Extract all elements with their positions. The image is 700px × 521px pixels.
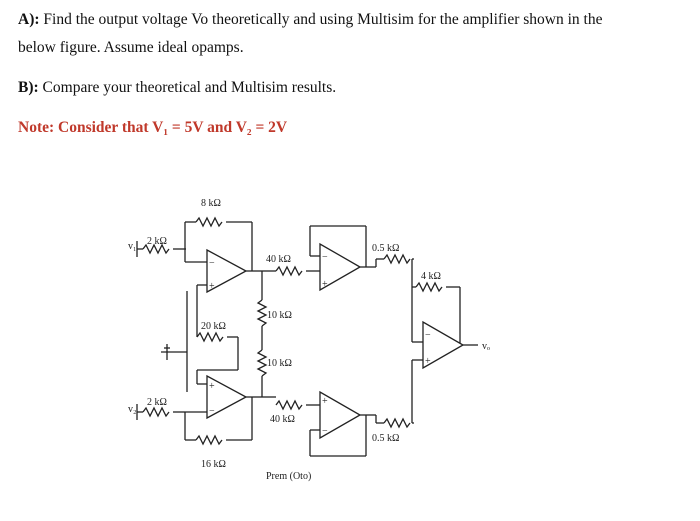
question-a-text: Find the output voltage Vo theoretically… [39, 11, 603, 28]
resistor-4k [415, 281, 443, 293]
resistor-40k-bottom [275, 399, 303, 411]
r-8k-label: 8 kΩ [201, 198, 221, 209]
resistor-8k [195, 216, 223, 228]
opamp3-plus: + [322, 279, 328, 290]
r-20k-label: 20 kΩ [201, 321, 226, 332]
v2-label: v₂ [128, 404, 137, 415]
question-a-label: A): [18, 11, 40, 28]
r-10k-upper-label: 10 kΩ [267, 310, 292, 321]
resistor-2k-v1 [142, 243, 170, 255]
opamp2-minus: − [209, 406, 215, 417]
r-2k-v1-label: 2 kΩ [147, 236, 167, 247]
opamp3-minus: − [322, 252, 328, 263]
resistor-40k-top [275, 265, 303, 277]
opamp1-minus: − [209, 258, 215, 269]
opamp-1 [206, 248, 248, 294]
opamp1-plus: + [209, 281, 215, 292]
resistor-10k-upper [256, 299, 268, 327]
opamp-2 [206, 374, 248, 420]
resistor-20k [196, 331, 224, 343]
question-a-line2: below figure. Assume ideal opamps. [18, 39, 244, 56]
circuit-diagram: v₁ 2 kΩ 8 kΩ − + 20 kΩ v₂ 2 kΩ + − 1 [128, 198, 490, 482]
resistor-10k-lower [256, 349, 268, 377]
note-text: Note: Consider that V₁ = 5V and V₂ = 2V [18, 119, 288, 136]
opamp4-plus: + [322, 396, 328, 407]
watermark: Prem (Oto) [266, 471, 311, 482]
r-05k-bottom-label: 0.5 kΩ [372, 433, 399, 444]
vo-label: vₒ [482, 341, 490, 352]
question-b: B): Compare your theoretical and Multisi… [18, 78, 336, 98]
opamp-3 [319, 242, 362, 292]
question-b-label: B): [18, 79, 39, 96]
r-10k-lower-label: 10 kΩ [267, 358, 292, 369]
v1-label: v₁ [128, 241, 137, 252]
opamp-4 [319, 390, 362, 440]
opamp-5 [422, 320, 465, 370]
r-40k-top-label: 40 kΩ [266, 254, 291, 265]
resistor-16k [195, 434, 223, 446]
resistor-05k-top [383, 253, 411, 265]
opamp2-plus: + [209, 381, 215, 392]
opamp5-plus: + [425, 356, 431, 367]
question-b-text: Compare your theoretical and Multisim re… [38, 79, 337, 96]
r-2k-v2-label: 2 kΩ [147, 397, 167, 408]
question-a-line1: A): Find the output voltage Vo theoretic… [18, 10, 602, 30]
resistor-05k-bottom [383, 417, 411, 429]
r-4k-label: 4 kΩ [421, 271, 441, 282]
resistor-2k-v2 [142, 406, 170, 418]
opamp5-minus: − [425, 330, 431, 341]
r-05k-top-label: 0.5 kΩ [372, 243, 399, 254]
r-16k-label: 16 kΩ [201, 459, 226, 470]
r-40k-bottom-label: 40 kΩ [270, 414, 295, 425]
opamp4-minus: − [322, 426, 328, 437]
